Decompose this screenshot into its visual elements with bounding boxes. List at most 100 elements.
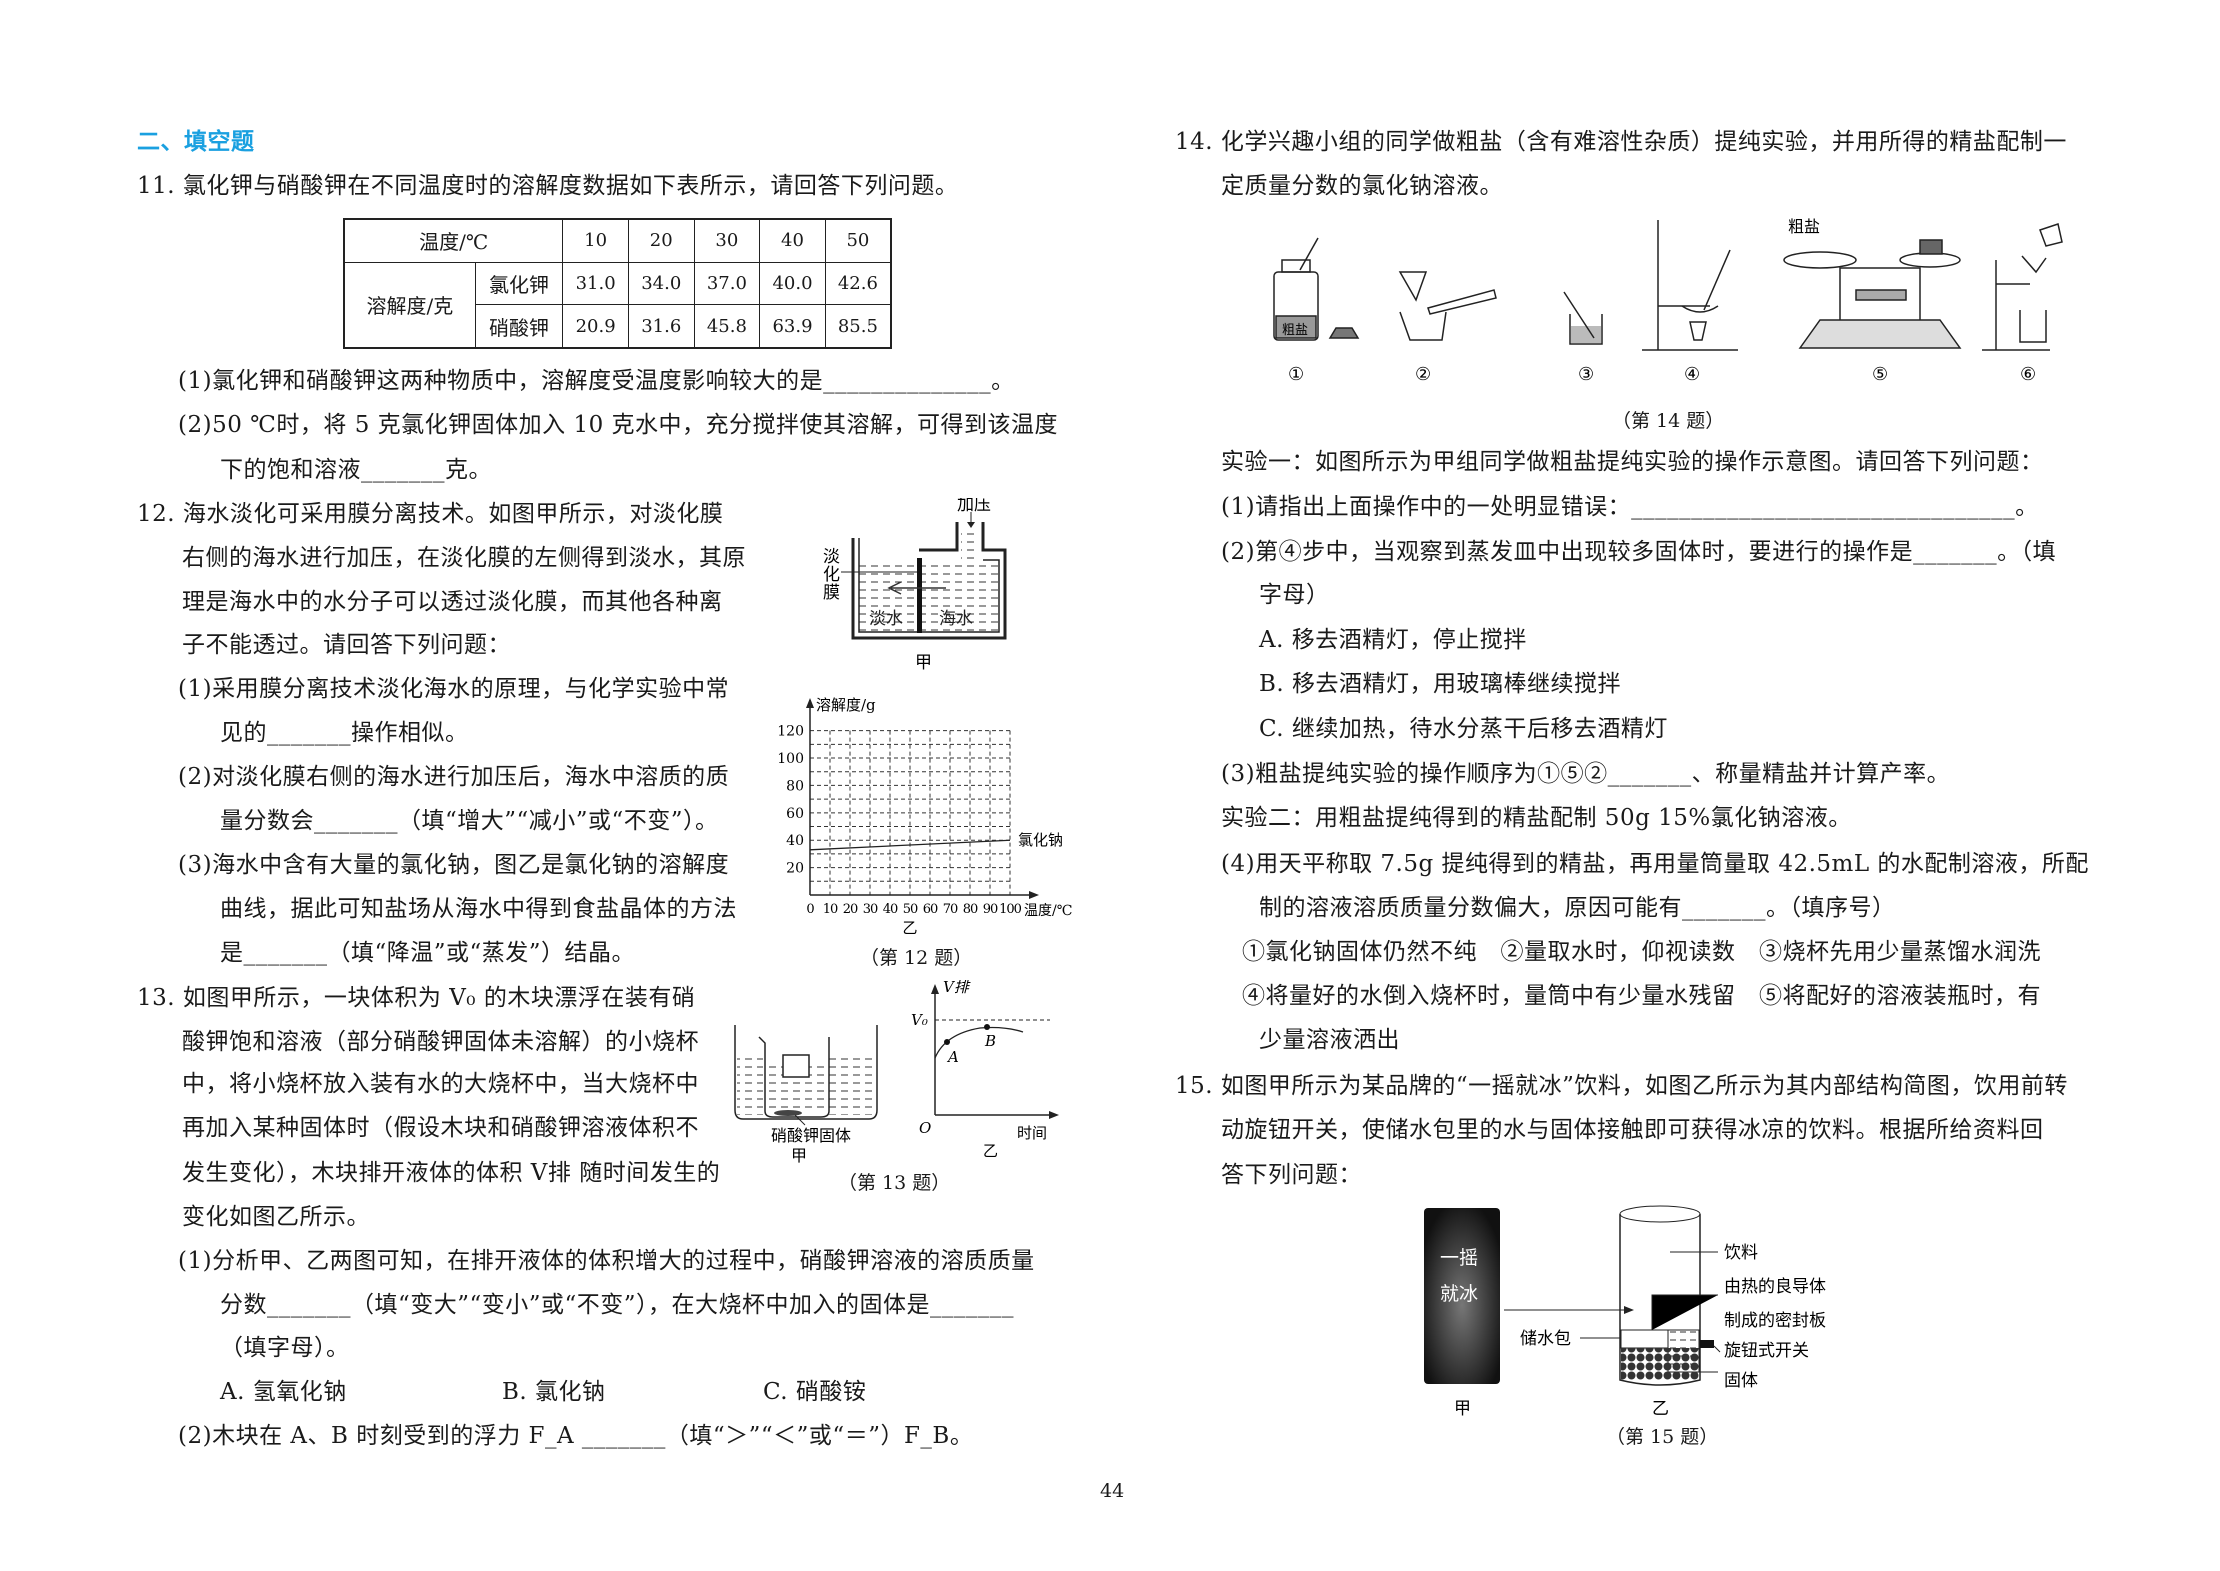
q13-option-b: B. 氯化钠 (502, 1379, 606, 1405)
q13-option-c: C. 硝酸铵 (763, 1379, 867, 1405)
q13-stem: 再加入某种固体时（假设木块和硝酸钾溶液体积不 (182, 1115, 699, 1141)
value-cell: 42.6 (824, 261, 892, 306)
y-tick-label: 60 (786, 806, 804, 822)
q11-part2: (2)50 ℃时，将 5 克氯化钾固体加入 10 克水中，充分搅拌使其溶解，可得… (178, 412, 1059, 438)
q15-stem: 动旋钮开关，使储水包里的水与固体接触即可获得冰凉的饮料。根据所给资料回 (1221, 1117, 2044, 1143)
q12-part3: (3)海水中含有大量的氯化钠，图乙是氯化钠的溶解度 (178, 852, 730, 878)
q14-part2-cont: 字母） (1259, 582, 1330, 608)
q12-caption: （第 12 题） (860, 947, 973, 969)
q13-stem: 酸钾饱和溶液（部分硝酸钾固体未溶解）的小烧杯 (182, 1029, 699, 1055)
plate-label: 制成的密封板 (1724, 1311, 1826, 1331)
x-tick-label: 40 (883, 902, 898, 917)
can-text: 一摇 (1440, 1247, 1478, 1269)
displaced-volume-graph: V排 V₀ A B O 时间 乙 (911, 980, 1059, 1160)
temp-cell: 50 (824, 218, 892, 263)
x-axis-label: 时间 (1017, 1124, 1047, 1142)
x-tick-label: 60 (923, 902, 938, 917)
membrane-label-char: 化 (823, 565, 840, 585)
q11-part1: (1)氯化钾和硝酸钾这两种物质中，溶解度受温度影响较大的是___________… (178, 368, 1015, 394)
q15-caption: （第 15 题） (1606, 1426, 1719, 1448)
fresh-water-label: 淡水 (869, 609, 903, 629)
q14-part4-cont: 制的溶液溶质质量分数偏大，原因可能有_______。（填序号） (1259, 895, 1896, 921)
x-tick-label: 20 (843, 902, 858, 917)
q13-part1-cont: 分数_______（填“变大”“变小”或“不变”），在大烧杯中加入的固体是___… (220, 1292, 1015, 1318)
y-tick-label: 20 (786, 861, 804, 877)
crude-salt-bottle-label: 粗盐 (1282, 323, 1308, 338)
q12-stem: 子不能透过。请回答下列问题： (182, 632, 511, 658)
q14-experiment1: 实验一：如图所示为甲组同学做粗盐提纯实验的操作示意图。请回答下列问题： (1221, 449, 2044, 475)
solid-label: 固体 (1724, 1371, 1758, 1391)
point-a-label: A (946, 1048, 959, 1066)
q14-part4-choices: 少量溶液洒出 (1259, 1027, 1400, 1053)
q13-stem: 13. 如图甲所示，一块体积为 V₀ 的木块漂浮在装有硝 (137, 985, 696, 1011)
solubility-header: 溶解度/克 (343, 261, 476, 349)
step-label: ⑤ (1872, 364, 1888, 385)
knob-label: 旋钮式开关 (1724, 1341, 1809, 1361)
q14-experiment2: 实验二：用粗盐提纯得到的精盐配制 50g 15%氯化钠溶液。 (1221, 805, 1852, 831)
value-cell: 63.9 (759, 304, 826, 349)
figure-label: 甲 (791, 1146, 807, 1165)
solubility-table: 温度/℃ 10 20 30 40 50 溶解度/克 氯化钾 31.0 34.0 … (343, 218, 892, 349)
x-tick-label: 100 (999, 902, 1022, 917)
q15-stem: 答下列问题： (1221, 1162, 1362, 1188)
q11-stem: 11. 氯化钾与硝酸钾在不同温度时的溶解度数据如下表所示，请回答下列问题。 (137, 173, 959, 199)
step-label: ① (1288, 364, 1304, 385)
x-tick-label: 70 (943, 902, 958, 917)
q12-stem: 理是海水中的水分子可以透过淡化膜，而其他各种离 (182, 589, 723, 615)
series-line (809, 839, 1011, 851)
q12-part1-cont: 见的_______操作相似。 (220, 720, 469, 746)
membrane-label-char: 淡 (823, 547, 840, 567)
x-axis-arrow (1029, 891, 1039, 899)
q12-part1: (1)采用膜分离技术淡化海水的原理，与化学实验中常 (178, 676, 730, 702)
q12-part3-cont: 曲线，据此可知盐场从海水中得到食盐晶体的方法 (220, 896, 737, 922)
figure-label: 乙 (983, 1142, 998, 1160)
temp-cell: 40 (759, 218, 826, 263)
q13-part2: (2)木块在 A、B 时刻受到的浮力 F_A _______（填“＞”“＜”或“… (178, 1423, 974, 1449)
step-label: ③ (1578, 364, 1594, 385)
step-label: ⑥ (2020, 364, 2036, 385)
temp-cell: 30 (693, 218, 761, 263)
solid-label: 硝酸钾固体 (771, 1126, 851, 1145)
q14-part3: (3)粗盐提纯实验的操作顺序为①⑤②_______、称量精盐并计算产率。 (1221, 761, 1951, 787)
self-cooling-drink-figure: 一摇 就冰 饮料 由热的良导体 制成的密封板 旋钮式开关 固体 储水包 甲 乙 (1424, 1205, 1826, 1419)
q14-option-c: C. 继续加热，待水分蒸干后移去酒精灯 (1259, 716, 1668, 742)
point-b-label: B (984, 1032, 996, 1050)
q14-part4-choices: ①氯化钠固体仍然不纯 ②量取水时，仰视读数 ③烧杯先用少量蒸馏水润洗 (1242, 939, 2041, 965)
x-tick-label: 30 (863, 902, 878, 917)
q13-stem: 发生变化），木块排开液体的体积 V排 随时间发生的 (182, 1160, 721, 1186)
row-name: 硝酸钾 (474, 304, 564, 349)
y-axis-arrow (806, 698, 814, 708)
y-axis-title: 溶解度/g (816, 696, 876, 714)
chart-label: 乙 (902, 919, 917, 935)
q13-stem: 变化如图乙所示。 (182, 1204, 370, 1230)
drink-label: 饮料 (1724, 1243, 1758, 1263)
temp-header: 温度/℃ (343, 218, 564, 263)
q14-part1: (1)请指出上面操作中的一处明显错误：_____________________… (1221, 494, 2039, 520)
q14-option-a: A. 移去酒精灯，停止搅拌 (1259, 627, 1527, 653)
v0-label: V₀ (911, 1011, 928, 1029)
x-axis-title: 温度/℃ (1024, 903, 1072, 919)
q11-part2-cont: 下的饱和溶液_______克。 (220, 457, 492, 483)
q12-stem: 右侧的海水进行加压，在淡化膜的左侧得到淡水，其原 (182, 545, 746, 571)
drink-can-photo (1424, 1208, 1500, 1384)
value-cell: 45.8 (693, 304, 761, 349)
x-tick-label: 80 (963, 902, 978, 917)
q13-caption: （第 13 题） (838, 1172, 951, 1194)
q15-stem: 15. 如图甲所示为某品牌的“一摇就冰”饮料，如图乙所示为其内部结构简图，饮用前… (1175, 1073, 2068, 1099)
beaker-diagram: 硝酸钾固体 甲 (734, 1025, 878, 1165)
q12-part2: (2)对淡化膜右侧的海水进行加压后，海水中溶质的质 (178, 764, 730, 790)
q14-option-b: B. 移去酒精灯，用玻璃棒继续搅拌 (1259, 671, 1622, 697)
y-tick-label: 120 (777, 724, 804, 740)
y-axis-label: V排 (943, 980, 971, 996)
value-cell: 31.6 (627, 304, 695, 349)
page-number: 44 (1100, 1480, 1125, 1502)
water-bag-label: 储水包 (1520, 1329, 1571, 1349)
y-tick-label: 80 (786, 778, 804, 794)
q12-part2-cont: 量分数会_______（填“增大”“减小”或“不变”）。 (220, 808, 719, 834)
x-tick-label: 50 (903, 902, 918, 917)
value-cell: 40.0 (759, 261, 826, 306)
plate-label: 由热的良导体 (1724, 1277, 1826, 1297)
value-cell: 85.5 (824, 304, 892, 349)
q14-part4-choices: ④将量好的水倒入烧杯时，量筒中有少量水残留 ⑤将配好的溶液装瓶时，有 (1242, 983, 2041, 1009)
